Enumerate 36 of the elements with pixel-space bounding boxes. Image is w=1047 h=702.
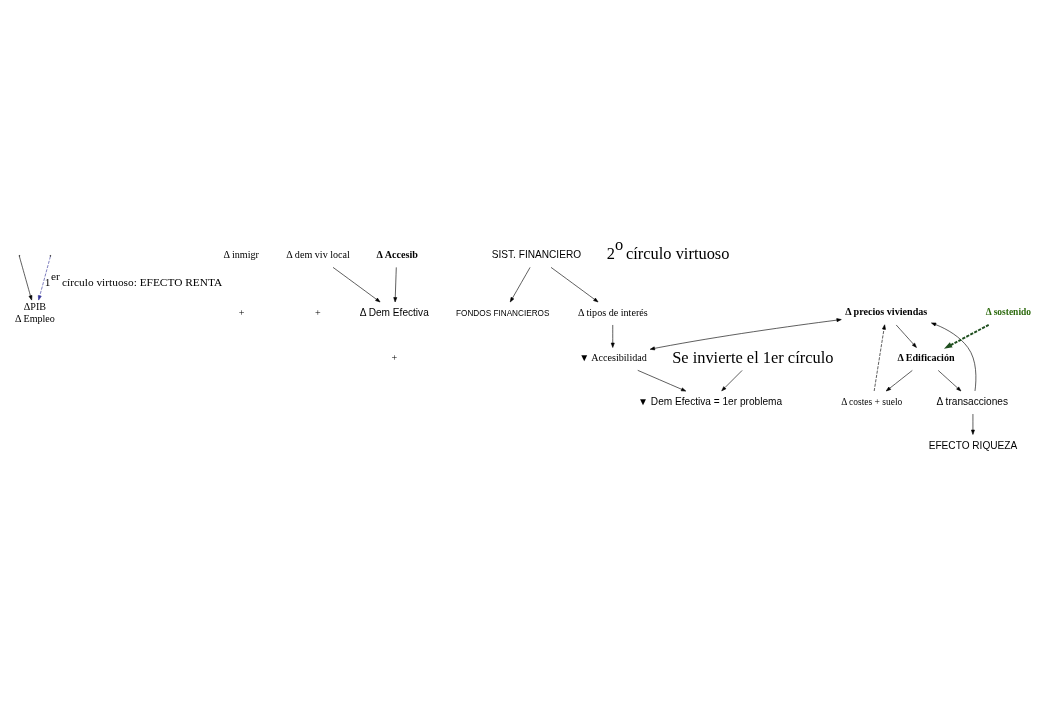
arrow	[393, 267, 398, 303]
arrow	[937, 370, 962, 392]
label: +	[315, 306, 321, 318]
label: +	[391, 352, 398, 364]
arrow	[873, 324, 886, 392]
arrow	[885, 370, 913, 392]
arrow	[509, 267, 531, 303]
node-text: Δ sostenido	[985, 306, 1032, 317]
arrow	[931, 322, 977, 392]
node-text: Δ tipos de interés	[578, 306, 648, 318]
arrow	[721, 370, 743, 392]
node-text: Δ Dem Efectiva	[359, 306, 429, 318]
node-text: SIST. FINANCIERO	[491, 249, 582, 261]
node-text: Δ Edificación	[897, 351, 955, 363]
arrow	[37, 256, 51, 301]
arrow	[971, 413, 975, 435]
arrow	[637, 370, 687, 392]
arrow	[649, 318, 842, 351]
arrow	[550, 267, 599, 303]
node-text: ▼ Accesibilidad	[579, 352, 647, 364]
node-text: Δ Accesib	[376, 248, 418, 260]
node-text: Δ transacciones	[936, 395, 1008, 407]
node-text: Δ precios viviendas	[845, 306, 928, 318]
arrow	[610, 324, 615, 348]
label: +	[238, 306, 245, 318]
node-text: Se invierte el 1er círculo	[672, 347, 834, 367]
node-text: Δ dem viv local	[286, 249, 350, 261]
arrow	[332, 267, 381, 303]
arrow	[895, 324, 917, 348]
arrow	[19, 256, 33, 301]
node-text: ΔPIB Δ Empleo	[14, 301, 55, 324]
node-text: Δ inmigr	[223, 249, 259, 261]
node-text: ▼ Dem Efectiva = 1er problema	[638, 395, 783, 407]
arrow	[943, 323, 990, 349]
node-text: EFECTO RIQUEZA	[928, 439, 1018, 451]
node-text: Δ costes + suelo	[841, 396, 903, 407]
